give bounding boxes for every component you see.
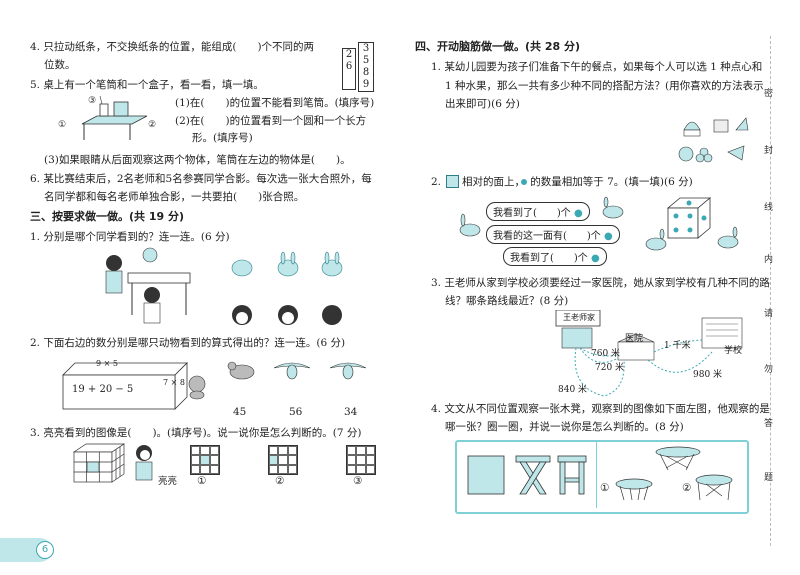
result-number: 45 — [233, 406, 247, 418]
seal-char: 线 — [764, 203, 774, 213]
r-q1-line1: 1. 某幼儿园要为孩子们准备下午的餐点，如果每个人可以选 1 种点心和 — [431, 61, 763, 73]
stool-option-2: ② — [682, 482, 692, 494]
q4-line1: 4. 只拉动纸条，不交换纸条的位置，能组成( )个不同的两 — [30, 41, 315, 53]
expr-side: 7 × 8 — [163, 378, 185, 387]
q6-line1: 6. 某比赛结束后，2名老师和5名参赛同学合影。每次选一张大合照外，每 — [30, 173, 372, 185]
monkey-icon — [188, 375, 206, 400]
option-label-3: ③ — [353, 475, 363, 487]
distance-840: 840 米 — [558, 385, 588, 395]
expression-box-figure — [62, 362, 188, 410]
position-label-1: ① — [58, 120, 67, 130]
route-map — [555, 310, 743, 397]
rabbit-right-icon — [717, 226, 739, 249]
children-at-table-figure — [105, 247, 191, 324]
q5-b2: 形。(填序号) — [192, 132, 253, 144]
s3-q2: 2. 下面右边的数分别是哪只动物看到的算式得出的？连一连。(6 分) — [30, 337, 346, 349]
child-head-views — [232, 305, 342, 325]
seal-char: 答 — [764, 419, 774, 429]
card-digit: 6 — [345, 61, 353, 72]
number-cards: 2 6 3 5 8 9 — [342, 42, 376, 92]
section-4-title: 四、开动脑筋做一做。(共 28 分) — [415, 40, 581, 53]
rabbit-top-icon — [602, 196, 624, 219]
q6-line2: 名同学都和每名老师单独合影，一共要拍( )张合照。 — [44, 191, 305, 203]
r-q2-line1: 2. 相对的面上， 的数量相加等于 7。(填一填)(6 分) — [431, 176, 693, 188]
stool-option-1: ① — [600, 482, 610, 494]
school-label: 学校 — [724, 346, 743, 356]
cube-stack-figure — [72, 443, 126, 483]
option-grid-1 — [190, 445, 220, 475]
option-label-2: ② — [275, 475, 285, 487]
option-grid-3 — [346, 445, 376, 475]
q5-line1: 5. 桌上有一个笔筒和一个盒子，看一看，填一填。 — [30, 79, 264, 91]
table-pencil-box-figure — [81, 95, 148, 140]
s3-q1: 1. 分别是哪个同学看到的？连一连。(6 分) — [30, 231, 230, 243]
q5-b: (2)在( )的位置看到一个圆和一个长方 — [175, 115, 367, 127]
seal-line — [770, 36, 771, 546]
q5-a: (1)在( )的位置不能看到笔筒。(填序号) — [175, 97, 375, 109]
option-label-1: ① — [197, 475, 207, 487]
distance-760: 760 米 — [591, 349, 621, 359]
stool-figure-frame — [455, 440, 749, 514]
seal-char: 封 — [764, 146, 774, 156]
seal-char: 密 — [764, 89, 774, 99]
home-label: 王老师家 — [563, 313, 595, 322]
seal-char: 请 — [764, 309, 774, 319]
q5-c: (3)如果眼睛从后面观察这两个物体，笔筒在左边的物体是( )。 — [44, 154, 351, 166]
snacks-fruits-figure — [678, 117, 749, 163]
seal-char: 内 — [764, 255, 774, 265]
position-label-3: ③ — [88, 96, 97, 106]
r-q3-line1: 3. 王老师从家到学校必须要经过一家医院，她从家到学校有几种不同的路 — [431, 277, 770, 289]
stool-views — [467, 455, 587, 495]
dot-icon — [521, 179, 527, 185]
page-number: 6 — [36, 541, 54, 559]
bird-icon — [329, 362, 367, 380]
stool-options — [615, 446, 733, 501]
die-face-icon — [446, 175, 459, 188]
option-grid-2 — [268, 445, 298, 475]
seal-char: 勿 — [764, 365, 774, 375]
distance-980: 980 米 — [693, 370, 723, 380]
speech-bubble-1: 我看到了( )个 ● — [486, 202, 590, 221]
section-3-title: 三、按要求做一做。(共 19 分) — [30, 210, 185, 223]
liangliang-label: 亮亮 — [158, 476, 178, 487]
boy-liangliang — [135, 445, 153, 481]
r-q4-line2: 哪一张？圈一圈，并说一说你是怎么判断的。(8 分) — [445, 421, 684, 433]
rabbit-views — [231, 251, 343, 277]
rabbit-left-icon — [459, 213, 481, 237]
r-q1-line2: 1 种水果，那么一共有多少种不同的搭配方法？(用你喜欢的方法表示 — [445, 80, 764, 92]
card-digit: 3 — [362, 43, 370, 54]
s3-q3: 3. 亮亮看到的图像是( )。(填序号)。说一说你是怎么判断的。(7 分) — [30, 427, 362, 439]
mouse-icon — [227, 361, 255, 380]
card-digit: 5 — [362, 55, 370, 66]
r-q1-line3: 出来即可)(6 分) — [445, 98, 520, 110]
q4-line2: 位数。 — [44, 59, 76, 71]
expr-top: 9 × 5 — [96, 359, 118, 368]
hospital-label: 医院 — [625, 334, 644, 344]
card-digit: 9 — [362, 79, 370, 90]
distance-1km: 1 千米 — [664, 341, 691, 351]
card-digit: 8 — [362, 67, 370, 78]
bird-icon — [273, 362, 311, 380]
r-q3-line2: 线？哪条路线最近？(8 分) — [445, 295, 569, 307]
distance-720: 720 米 — [595, 363, 625, 373]
dice-cube — [666, 197, 712, 239]
card-digit: 2 — [345, 49, 353, 60]
result-number: 56 — [289, 406, 303, 418]
position-label-2: ② — [148, 120, 157, 130]
r-q4-line1: 4. 文文从不同位置观察一张木凳，观察到的图像如下面左图，他观察的是 — [431, 403, 770, 415]
rabbit-front-icon — [645, 228, 667, 251]
frame-divider — [596, 442, 597, 508]
seal-char: 题 — [764, 473, 774, 483]
speech-bubble-2: 我看的这一面有( )个 ● — [486, 225, 620, 244]
result-number: 34 — [344, 406, 358, 418]
speech-bubble-3: 我看到了( )个 ● — [503, 247, 607, 266]
expr-front: 19 + 20 − 5 — [72, 384, 134, 395]
